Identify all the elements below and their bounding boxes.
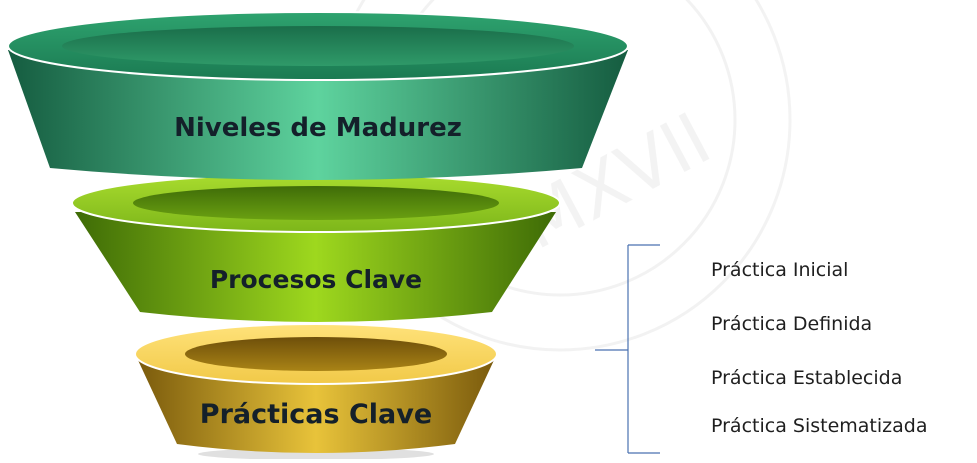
practice-item-establecida: Práctica Establecida bbox=[711, 367, 903, 389]
practice-item-sistematizada: Práctica Sistematizada bbox=[711, 415, 928, 437]
tier-opening bbox=[133, 186, 499, 220]
funnel-tier-procesos bbox=[71, 173, 561, 322]
tier-label-practicas: Prácticas Clave bbox=[199, 399, 433, 430]
funnel-tier-niveles bbox=[7, 11, 629, 180]
practice-bracket bbox=[595, 244, 660, 454]
tier-label-niveles: Niveles de Madurez bbox=[174, 113, 462, 143]
practice-item-inicial: Práctica Inicial bbox=[711, 259, 849, 281]
tier-opening bbox=[185, 337, 447, 371]
practice-item-definida: Práctica Definida bbox=[711, 313, 873, 335]
funnel-tier-practicas bbox=[134, 323, 498, 460]
tier-body bbox=[8, 50, 628, 180]
tier-body bbox=[137, 358, 495, 453]
tier-opening bbox=[62, 26, 574, 66]
tier-body bbox=[75, 212, 556, 322]
tier-label-procesos: Procesos Clave bbox=[209, 265, 423, 294]
